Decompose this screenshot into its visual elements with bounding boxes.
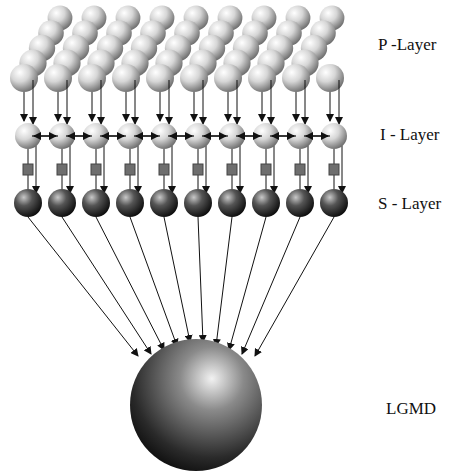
- p-to-i-arrow: [262, 92, 263, 121]
- delay-square: [23, 164, 33, 175]
- lateral-arrow: [238, 135, 262, 136]
- lgmd-neuron: [130, 339, 262, 471]
- s-neuron: [252, 189, 280, 217]
- s-to-lgmd-arrow: [130, 217, 177, 346]
- p-neuron: [180, 64, 208, 92]
- s-to-lgmd-arrow: [198, 217, 203, 342]
- i-to-s-line: [308, 146, 309, 193]
- p-neuron: [10, 64, 38, 92]
- s-neuron: [286, 189, 314, 217]
- p-to-i-arrow: [126, 92, 127, 121]
- p-to-i-arrow: [169, 80, 170, 124]
- s-neuron: [150, 189, 178, 217]
- p-neuron: [282, 64, 310, 92]
- p-to-i-arrow: [24, 92, 25, 121]
- layer-label: I - Layer: [380, 126, 439, 145]
- s-neuron: [320, 189, 348, 217]
- lateral-arrow: [204, 135, 228, 136]
- layer-label: P -Layer: [378, 36, 436, 55]
- lateral-arrow: [272, 135, 296, 136]
- lateral-arrow: [102, 135, 126, 136]
- p-to-i-arrow: [271, 80, 272, 124]
- i-to-s-line: [104, 146, 105, 193]
- i-to-s-line: [172, 146, 173, 193]
- s-to-lgmd-arrow: [216, 217, 232, 346]
- s-to-lgmd-arrow: [229, 217, 266, 350]
- i-to-s-line: [240, 146, 241, 193]
- delay-square: [261, 164, 271, 175]
- p-neuron: [78, 64, 106, 92]
- lateral-arrow: [68, 135, 92, 136]
- i-layer-row: [15, 123, 347, 149]
- s-neuron: [14, 189, 42, 217]
- s-to-lgmd-arrow: [242, 217, 300, 354]
- neuron-label: LGMD: [386, 400, 436, 419]
- p-to-i-arrow: [203, 80, 204, 124]
- s-to-lgmd-arrow: [164, 217, 190, 342]
- delay-square: [125, 164, 135, 175]
- p-neuron: [214, 64, 242, 92]
- delay-square: [91, 164, 101, 175]
- p-to-i-arrow: [330, 92, 331, 121]
- lateral-arrow: [34, 135, 58, 136]
- p-to-i-arrow: [92, 92, 93, 121]
- lateral-arrow: [170, 135, 194, 136]
- i-to-s-line: [206, 146, 207, 193]
- p-to-i-arrow: [237, 80, 238, 124]
- p-to-i-arrow: [58, 92, 59, 121]
- p-neuron: [112, 64, 140, 92]
- i-to-s-line: [342, 146, 343, 193]
- delay-square: [329, 164, 339, 175]
- layer-label: S - Layer: [378, 195, 441, 214]
- delay-square: [227, 164, 237, 175]
- p-layer-grid: [10, 6, 344, 92]
- p-neuron: [44, 64, 72, 92]
- s-neuron: [218, 189, 246, 217]
- p-to-i-arrow: [101, 80, 102, 124]
- connections: [24, 80, 342, 356]
- p-to-i-arrow: [339, 80, 340, 124]
- p-to-i-arrow: [135, 80, 136, 124]
- i-to-s-line: [138, 146, 139, 193]
- delay-square: [159, 164, 169, 175]
- p-to-i-arrow: [296, 92, 297, 121]
- p-to-i-arrow: [228, 92, 229, 121]
- delay-square: [295, 164, 305, 175]
- lateral-arrow: [306, 135, 330, 136]
- s-layer-row: [14, 164, 348, 217]
- i-to-s-line: [70, 146, 71, 193]
- delay-square: [57, 164, 67, 175]
- s-neuron: [48, 189, 76, 217]
- s-to-lgmd-arrow: [28, 217, 138, 356]
- p-to-i-arrow: [305, 80, 306, 124]
- i-to-s-line: [36, 146, 37, 193]
- s-neuron: [184, 189, 212, 217]
- i-to-s-line: [274, 146, 275, 193]
- lateral-arrow: [136, 135, 160, 136]
- p-to-i-arrow: [160, 92, 161, 121]
- s-neuron: [116, 189, 144, 217]
- p-neuron: [316, 64, 344, 92]
- p-to-i-arrow: [194, 92, 195, 121]
- delay-square: [193, 164, 203, 175]
- s-to-lgmd-arrow: [255, 217, 334, 356]
- p-to-i-arrow: [33, 80, 34, 124]
- p-neuron: [146, 64, 174, 92]
- p-neuron: [248, 64, 276, 92]
- p-to-i-arrow: [67, 80, 68, 124]
- s-neuron: [82, 189, 110, 217]
